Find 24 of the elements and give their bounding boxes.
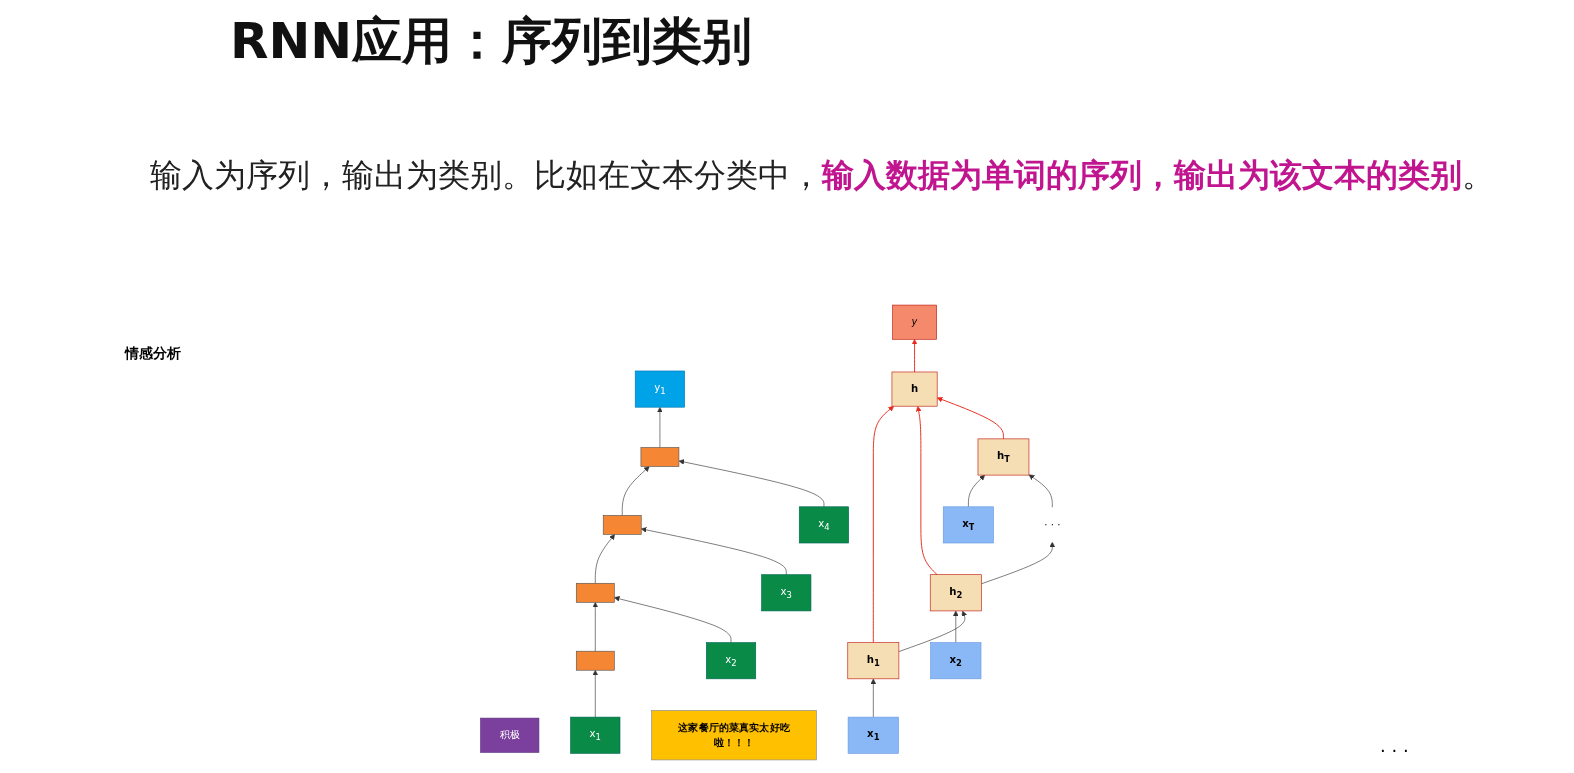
node-box: h$_{T}$ xyxy=(977,438,1030,476)
description-paragraph: 输入为序列，输出为类别。比如在文本分类中，输入数据为单词的序列，输出为该文本的类别。 xyxy=(149,155,1495,196)
panel-caption: 情感分析 xyxy=(125,345,181,363)
node-box xyxy=(575,583,615,603)
node-box: h$_{2}$ xyxy=(929,574,982,612)
slide-title: RNN应用：序列到类别 xyxy=(230,11,753,72)
ellipsis-text: · · · xyxy=(1380,740,1409,761)
node-box: 积极 xyxy=(480,717,540,753)
node-box: x$_{2}$ xyxy=(706,642,757,680)
node-box: x$_{4}$ xyxy=(798,506,849,544)
node-box: x$_{3}$ xyxy=(761,574,812,612)
node-box: y xyxy=(892,304,937,340)
node-box xyxy=(602,515,642,535)
node-box xyxy=(575,650,615,671)
node-box: x$_{T}$ xyxy=(942,506,994,544)
node-text: · · · xyxy=(1044,518,1061,531)
node-box: y$_{1}$ xyxy=(634,370,685,408)
node-box: 这家餐厅的菜真实太好吃啦！！！ xyxy=(651,710,817,761)
node-box: h$_{1}$ xyxy=(847,642,900,680)
node-box: x$_{1}$ xyxy=(847,716,899,754)
node-box: x$_{2}$ xyxy=(930,642,982,680)
node-box: x$_{1}$ xyxy=(570,716,621,754)
node-box xyxy=(640,447,680,467)
node-box: h xyxy=(891,371,938,407)
